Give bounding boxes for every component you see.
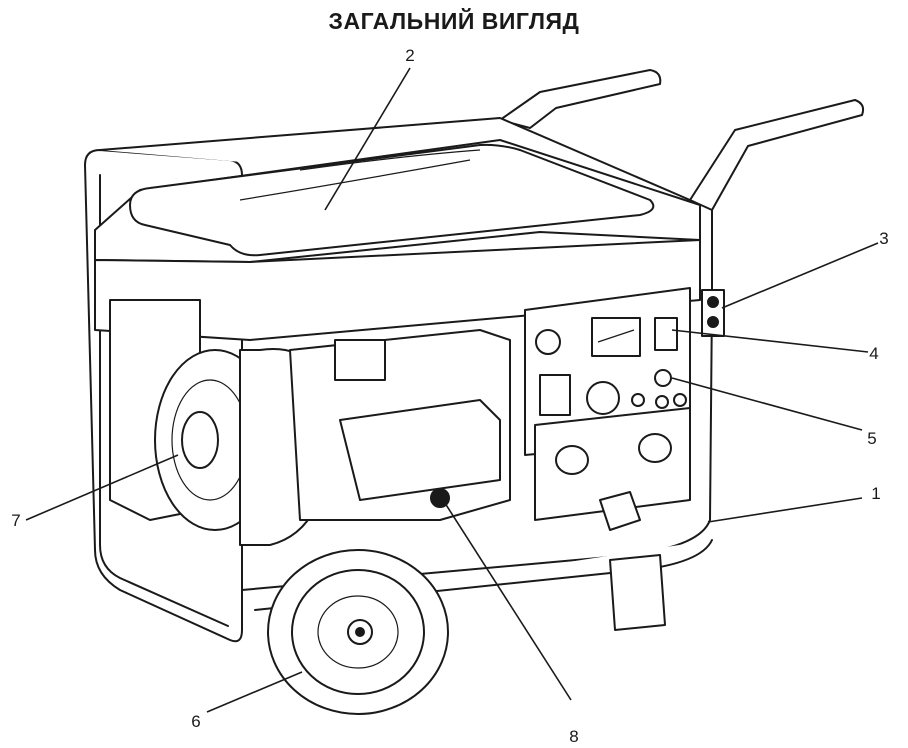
callout-2: 2 — [405, 46, 414, 65]
callout-4: 4 — [869, 344, 878, 363]
front-wheel — [267, 549, 449, 715]
callout-5: 5 — [867, 429, 876, 448]
tank-base — [94, 239, 701, 341]
callout-7: 7 — [11, 511, 20, 530]
callout-1: 1 — [871, 484, 880, 503]
callout-3: 3 — [879, 229, 888, 248]
control-panel — [524, 287, 691, 531]
page-title: ЗАГАЛЬНИЙ ВИГЛЯД — [328, 8, 580, 34]
handle-mount — [701, 289, 725, 337]
callout-8: 8 — [569, 727, 578, 746]
front-foot — [609, 554, 666, 631]
leader-lines — [25, 67, 879, 713]
callout-6: 6 — [191, 712, 200, 731]
alternator — [289, 329, 511, 521]
callout-labels: 2 3 4 5 1 6 7 8 — [11, 46, 888, 746]
